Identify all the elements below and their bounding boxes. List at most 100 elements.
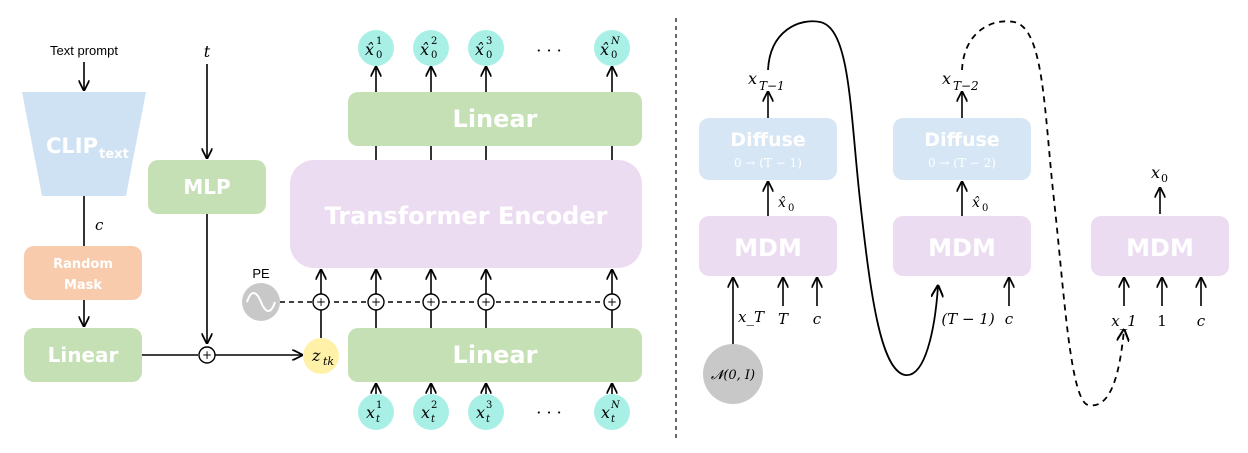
svg-text:x̂: x̂ xyxy=(475,40,484,59)
flow-curve-1-2 xyxy=(767,20,938,376)
output-token: x̂ 2 0 xyxy=(413,30,449,66)
flow-curve-2-3 xyxy=(961,20,1124,407)
output-token: x̂ 1 0 xyxy=(358,30,394,66)
input-token: x N t xyxy=(594,394,630,430)
output-token: x̂ N 0 xyxy=(594,30,630,66)
svg-text:t: t xyxy=(486,414,491,425)
stage-1: x T−1 Diffuse 0 → (T − 1) x̂ 0 MDM x_T T… xyxy=(699,69,837,404)
stage3-output-base: x xyxy=(1151,163,1160,182)
stage3-input-c: c xyxy=(1197,312,1206,330)
svg-text:+: + xyxy=(426,295,436,309)
diffuse-sub-1: 0 → (T − 1) xyxy=(734,156,802,170)
svg-text:x: x xyxy=(366,403,375,422)
svg-text:x: x xyxy=(476,403,485,422)
svg-text:N: N xyxy=(610,400,621,411)
stage1-output-sub: T−1 xyxy=(759,79,785,93)
diffuse-label-1: Diffuse xyxy=(730,129,805,151)
left-panel: Text prompt CLIP text c Random Mask Line… xyxy=(22,30,642,430)
diffuse-sub-2: 0 → (T − 2) xyxy=(928,156,996,170)
svg-text:+: + xyxy=(607,295,617,309)
stage1-input-xT: x_T xyxy=(738,308,765,326)
svg-text:t: t xyxy=(376,414,381,425)
linear-left-label: Linear xyxy=(48,343,119,367)
noise-label: 𝓝(0, I) xyxy=(711,368,755,383)
stage2-input-c: c xyxy=(1005,310,1014,328)
stage3-input-x1: x_1 xyxy=(1111,312,1137,330)
transformer-label: Transformer Encoder xyxy=(325,202,608,230)
stage2-x0hat-base: x̂ xyxy=(972,195,980,211)
stage1-output-base: x xyxy=(748,69,757,88)
svg-text:1: 1 xyxy=(376,400,382,411)
random-mask-line1: Random xyxy=(53,257,113,272)
mdm-label-2: MDM xyxy=(928,234,996,262)
stage1-input-c: c xyxy=(813,310,822,328)
svg-text:0: 0 xyxy=(376,50,382,61)
svg-text:3: 3 xyxy=(486,400,492,411)
stage1-x0hat-base: x̂ xyxy=(778,195,786,211)
mdm-box-3 xyxy=(1091,216,1229,276)
svg-text:+: + xyxy=(481,295,491,309)
svg-text:0: 0 xyxy=(611,50,617,61)
svg-text:0: 0 xyxy=(486,50,492,61)
token-columns: + + + + xyxy=(367,67,621,394)
svg-text:x̂: x̂ xyxy=(420,40,429,59)
svg-text:2: 2 xyxy=(431,400,437,411)
stage3-input-1: 1 xyxy=(1157,312,1167,330)
output-token: x̂ 3 0 xyxy=(468,30,504,66)
z-tk-node xyxy=(303,338,339,374)
noise-node xyxy=(703,344,763,404)
svg-text:x: x xyxy=(601,403,610,422)
mdm-box-2 xyxy=(893,216,1031,276)
sine-wave-icon xyxy=(246,292,276,312)
linear-top-label: Linear xyxy=(453,105,538,133)
stage2-input-T-1: (T − 1) xyxy=(941,310,995,328)
input-ellipsis: · · · xyxy=(536,403,561,422)
stage-2: x T−2 Diffuse 0 → (T − 2) x̂ 0 MDM (T − … xyxy=(893,69,1031,328)
svg-text:x̂: x̂ xyxy=(600,40,609,59)
stage2-x0hat-sub: 0 xyxy=(982,203,988,214)
mlp-box xyxy=(148,160,266,214)
svg-text:+: + xyxy=(316,295,326,309)
output-tokens: x̂ 1 0 x̂ 2 0 x̂ 3 0 · · · x̂ N 0 xyxy=(358,30,630,66)
pe-label: PE xyxy=(252,266,270,281)
stage1-x0hat-sub: 0 xyxy=(788,203,794,214)
linear-left-box xyxy=(24,328,142,382)
output-ellipsis: · · · xyxy=(536,41,561,60)
svg-text:+: + xyxy=(202,348,212,362)
input-token: x 3 t xyxy=(468,394,504,430)
stage2-output-base: x xyxy=(942,69,951,88)
linear-top-box xyxy=(348,92,642,146)
svg-text:t: t xyxy=(611,414,616,425)
svg-text:t: t xyxy=(431,414,436,425)
input-token: x 1 t xyxy=(358,394,394,430)
c-label: c xyxy=(95,216,104,234)
right-panel: x T−1 Diffuse 0 → (T − 1) x̂ 0 MDM x_T T… xyxy=(699,20,1229,407)
linear-bottom-box xyxy=(348,328,642,382)
mdm-box-1 xyxy=(699,216,837,276)
svg-text:1: 1 xyxy=(376,36,382,47)
svg-text:x: x xyxy=(421,403,430,422)
text-prompt-label: Text prompt xyxy=(50,43,118,58)
transformer-encoder-box xyxy=(290,160,642,268)
clip-text-encoder xyxy=(22,92,146,196)
svg-text:N: N xyxy=(610,36,621,47)
random-mask-line2: Mask xyxy=(64,278,102,293)
stage-3: x 0 MDM x_1 1 c xyxy=(1091,163,1229,330)
z-tk-sub: tk xyxy=(323,355,334,368)
clip-sub-label: text xyxy=(99,147,129,162)
mdm-label-1: MDM xyxy=(734,234,802,262)
diffuse-box-1 xyxy=(699,118,837,180)
z-tk-base: z xyxy=(311,346,321,365)
stage1-input-T: T xyxy=(778,310,789,328)
mdm-label-3: MDM xyxy=(1126,234,1194,262)
svg-text:0: 0 xyxy=(431,50,437,61)
svg-text:2: 2 xyxy=(431,36,437,47)
svg-text:+: + xyxy=(371,295,381,309)
clip-label: CLIP xyxy=(46,134,98,158)
t-label: t xyxy=(204,42,211,61)
input-tokens: x 1 t x 2 t x 3 t · · · x N t xyxy=(358,394,630,430)
svg-text:x̂: x̂ xyxy=(365,40,374,59)
random-mask-box xyxy=(24,246,142,300)
svg-text:3: 3 xyxy=(486,36,492,47)
